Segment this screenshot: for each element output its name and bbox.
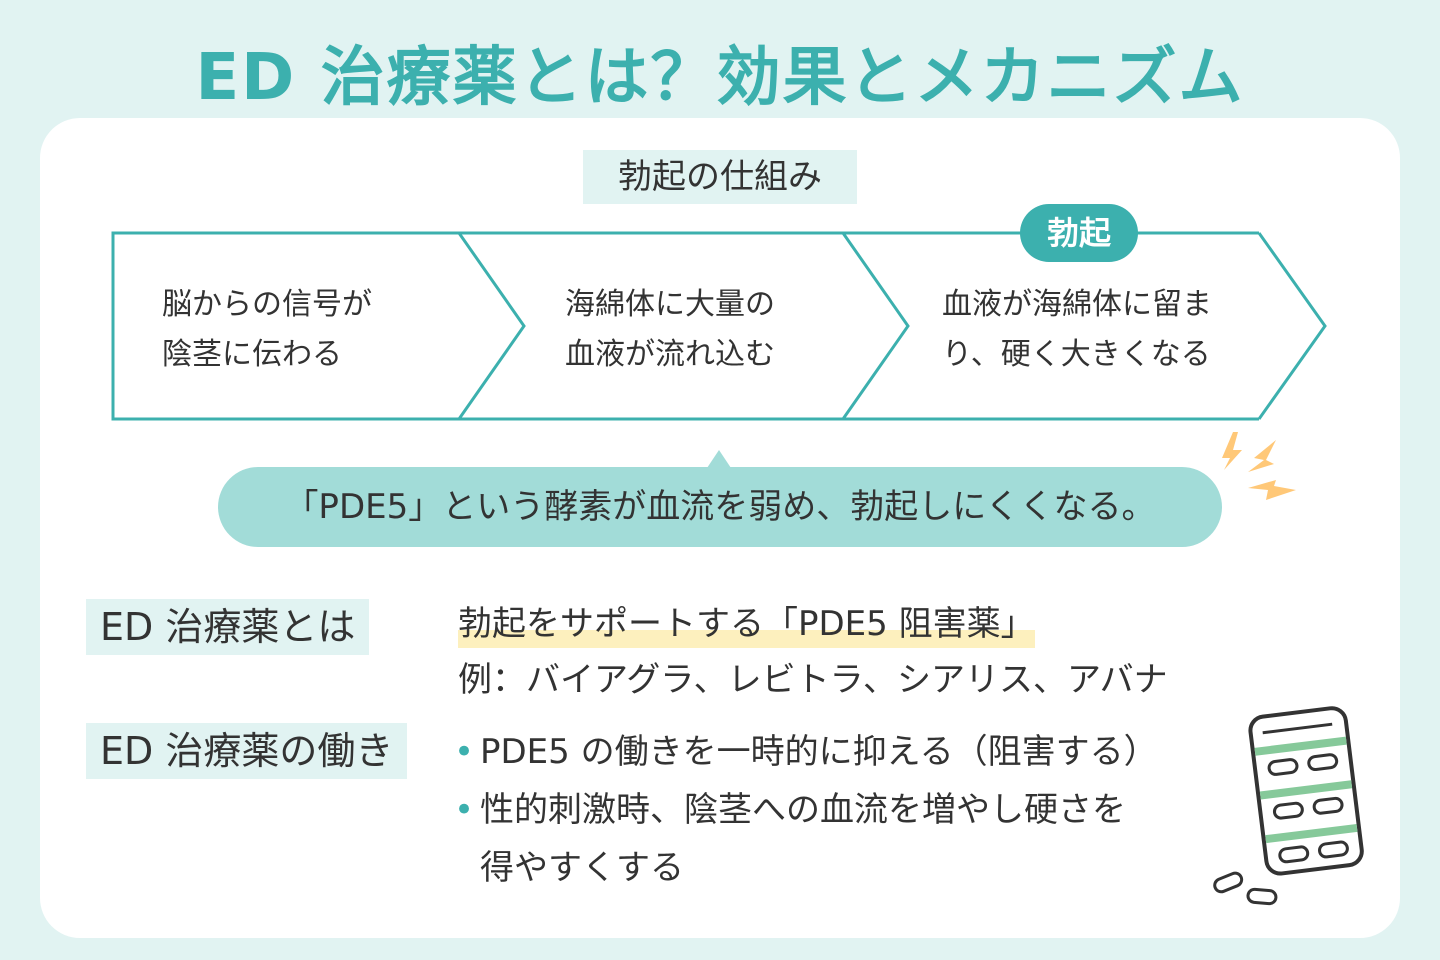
bullet-text: 得やすくする <box>480 848 684 888</box>
ed-drug-label: ED 治療薬とは <box>86 599 370 655</box>
chevron-1 <box>457 232 526 420</box>
bullet-item: •性的刺激時、陰茎への血流を増やし硬さを 得やすくする <box>454 781 1126 897</box>
page-title: ED 治療薬とは？効果とメカニズム <box>195 41 1245 115</box>
bullet-dot-icon: • <box>454 790 475 830</box>
step-text: 血液が海綿体に留ま <box>942 287 1212 322</box>
step-text: 陰茎に伝わる <box>162 337 342 372</box>
pill-pack-icon <box>1213 706 1364 906</box>
bullet-text: 性的刺激時、陰茎への血流を増やし硬さを <box>480 790 1126 830</box>
flow-outline <box>111 231 1259 421</box>
flow-step-1: 脳からの信号が 陰茎に伝わる <box>162 280 372 380</box>
examples-text: 例：バイアグラ、レビトラ、シアリス、アバナ <box>458 660 1168 700</box>
step-text: り、硬く大きくなる <box>942 337 1211 372</box>
erection-badge: 勃起 <box>1020 204 1138 262</box>
bullet-text: PDE5 の働きを一時的に抑える（阻害する） <box>480 732 1158 772</box>
bullet-dot-icon: • <box>454 732 475 772</box>
flow-step-3: 血液が海綿体に留ま り、硬く大きくなる <box>942 280 1212 380</box>
step-text: 血液が流れ込む <box>565 337 775 372</box>
pde5-callout: 「PDE5」という酵素が血流を弱め、勃起しにくくなる。 <box>218 467 1222 547</box>
lightning-icon <box>1222 432 1296 500</box>
bullet-item: •PDE5 の働きを一時的に抑える（阻害する） <box>454 723 1158 781</box>
chevron-2 <box>841 232 910 420</box>
highlight-text: 勃起をサポートする「PDE5 阻害薬」 <box>458 600 1035 648</box>
callout-tail <box>707 450 731 468</box>
chevron-3 <box>1257 232 1327 420</box>
step-text: 脳からの信号が <box>162 287 372 322</box>
flow-step-2: 海綿体に大量の 血液が流れ込む <box>565 280 775 380</box>
ed-drug-function-label: ED 治療薬の働き <box>86 723 408 779</box>
mechanism-heading: 勃起の仕組み <box>583 150 857 204</box>
step-text: 海綿体に大量の <box>565 287 775 322</box>
